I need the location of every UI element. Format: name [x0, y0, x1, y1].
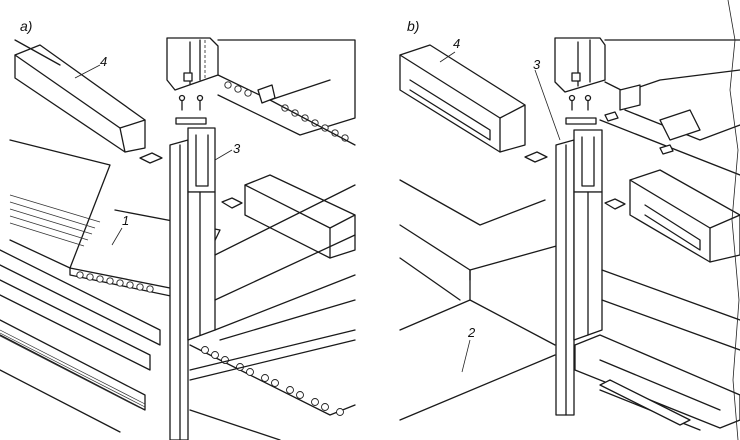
panel-b-column-3	[555, 129, 626, 416]
panel-a-column-3	[169, 127, 216, 440]
panel-b-leader-2	[461, 339, 471, 373]
panel-a-slab-cores	[76, 271, 154, 293]
panel-a-leader-4	[74, 64, 101, 79]
panel-b-callout-beam: 4	[453, 36, 461, 51]
panel-a-upper-column	[166, 37, 219, 91]
paper-edge-texture	[727, 0, 740, 440]
panel-a-right-slabs	[189, 184, 356, 440]
panel-a-leader-3	[214, 149, 233, 161]
panel-b-leader-4	[439, 51, 456, 63]
panel-a-right-beam	[221, 174, 356, 259]
panel-a-bearing-pad	[139, 152, 163, 164]
panel-b-drawing	[399, 37, 740, 431]
panel-b-leader-3	[534, 69, 561, 141]
panel-b-label: b)	[407, 18, 420, 34]
panel-a-lower-slabs	[0, 249, 161, 433]
panel-b-floor-panel-2	[399, 269, 740, 431]
panel-a-callout-beam: 4	[100, 54, 108, 69]
panel-a-upper-slab	[217, 39, 356, 146]
panel-b-left-slab	[399, 179, 561, 301]
panel-b-bearing-pad	[524, 151, 548, 163]
panel-b-right-beam	[629, 169, 740, 263]
panel-a-leader-1	[111, 227, 123, 246]
panel-a-label: a)	[20, 18, 33, 34]
panel-b-upper-slab	[599, 39, 740, 176]
panel-a-drawing	[0, 37, 356, 440]
panel-a-callout-column: 3	[233, 141, 241, 156]
panel-a-callout-slab: 1	[122, 213, 130, 228]
panel-b-beam-4	[399, 44, 526, 153]
panel-a-beam-4	[14, 39, 146, 153]
panel-b-bolts	[565, 94, 597, 125]
panel-b-callout-floor-panel: 2	[468, 325, 476, 340]
panel-b-callout-column: 3	[533, 57, 541, 72]
panel-a-bolts	[175, 94, 207, 125]
panel-b-upper-column	[554, 37, 606, 93]
